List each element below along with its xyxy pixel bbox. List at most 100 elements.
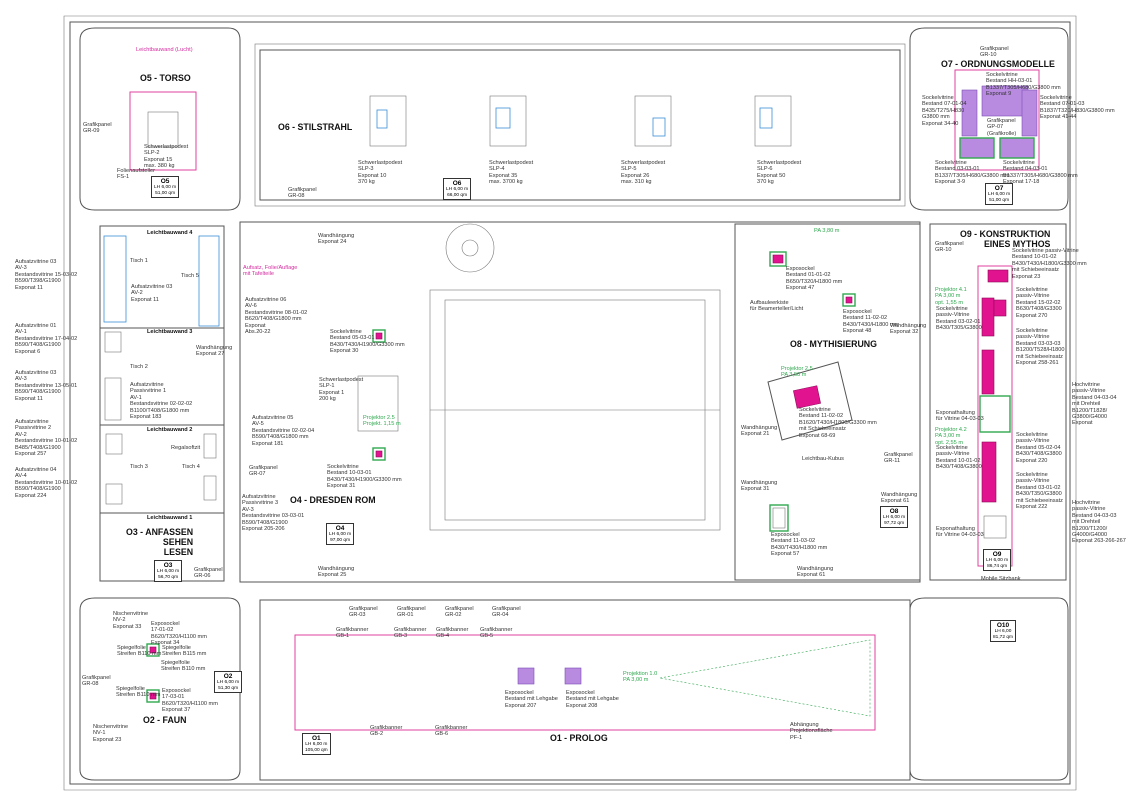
label-gp-gr03: Grafikpanel GR-03 (349, 606, 378, 619)
label-gb2: Grafikbanner GB-2 (370, 725, 403, 738)
label-wh-o4c: Wandhängung Exponat 21 (741, 425, 778, 438)
label-regal: Regalsoftzit (171, 445, 201, 451)
label-gp-gr02: Grafikpanel GR-02 (445, 606, 474, 619)
label-folie-o5: Folienaufsteller FS-1 (117, 168, 155, 181)
label-lw2: Leichtbauwand 2 (147, 427, 193, 433)
label-wh-o8-3: Wandhängung Exponat 61 (881, 492, 918, 505)
label-schwer-o6-2: Schwerlastpodest SLP-4 Exponat 35 max. 3… (489, 160, 534, 186)
label-av03b: Aufsatzvitrine 03 AV-3 Bestandsvitrine 1… (15, 370, 78, 402)
label-schwer-o6-1: Schwerlastpodest SLP-3 Exponat 10 370 kg (358, 160, 403, 186)
label-o2-sp4: Spiegelfolie Streifen B110 mm (116, 686, 161, 699)
label-grafik-gr10: Grafikpanel GR-10 (935, 241, 964, 254)
label-o9-sv-6: Sockelvitrine passiv-Vitrine Bestand 03-… (1016, 472, 1063, 511)
label-gp-gr04: Grafikpanel GR-04 (492, 606, 521, 619)
label-o9-sv-3: Sockelvitrine passiv-Vitrine Bestand 03-… (1016, 328, 1065, 367)
label-gb5: Grafikbanner GB-5 (480, 627, 513, 640)
label-lw4: Leichtbauwand 4 (147, 230, 193, 236)
room-title-o5: O5 - TORSO (140, 73, 191, 83)
label-lb-kubus: Leichtbau-Kubus (802, 456, 844, 462)
label-o7-sv-right: Sockelvitrine Bestand 07-01-03 B1837/T32… (1040, 95, 1115, 121)
label-fv3: Aufsatzvitrine Passivvitrine 3 AV-3 Best… (242, 494, 305, 533)
room-title-o9: O9 - KONSTRUKTION EINES MYTHOS (960, 229, 1051, 249)
room-title-o6: O6 - STILSTRAHL (278, 122, 353, 132)
label-wh-o4: Wandhängung Exponat 24 (318, 233, 355, 246)
label-note-pink: Aufsatz, Folie/Auflage mit Tafelteile (243, 265, 298, 278)
label-gb1: Grafikbanner GB-1 (336, 627, 369, 640)
label-tisch2: Tisch 2 (130, 364, 148, 370)
label-proj-o8: Projektor 2.5 PA 3,58 m (781, 366, 813, 379)
staircase (444, 299, 706, 521)
room-title-o1: O1 - PROLOG (550, 733, 608, 743)
label-hv2: Hochvitrine passiv-Vitrine Bestand 04-03… (1072, 500, 1126, 545)
label-gb6: Grafikbanner GB-6 (435, 725, 468, 738)
label-o1-expo2: Exposockel Bestand mit Lehgabe Exponat 2… (566, 690, 619, 709)
label-o9-proj2: Projektor 4.2 PA 3,00 m opt. 2,55 m (935, 427, 967, 446)
label-abhaeng: Abhängung Projektionsfläche PF-1 (790, 722, 833, 741)
label-grafik-gr08: Grafikpanel GR-08 (288, 187, 317, 200)
label-pa-o8: PA 3,80 m (814, 228, 840, 234)
label-fv1: Aufsatzvitrine Passivvitrine 1 AV-1 Best… (130, 382, 193, 421)
label-gb3: Grafikbanner GB-3 (394, 627, 427, 640)
label-tisch3: Tisch 3 (130, 464, 148, 470)
label-lw1: Leichtbauwand 1 (147, 515, 193, 521)
room-title-o7: O7 - ORDNUNGSMODELLE (941, 59, 1055, 69)
label-nv2: Nischenvitrine NV-2 Exponat 33 (113, 611, 149, 630)
label-schwer-o6-4: Schwerlastpodest SLP-6 Exponat 50 370 kg (757, 160, 802, 186)
label-o1-expo1: Exposockel Bestand mit Lehgabe Exponat 2… (505, 690, 558, 709)
label-grafik-gr10-o7: Grafikpanel GR-10 (980, 46, 1009, 59)
label-auf-o8: Aufbauleerkiste für Beamerteller/Licht (750, 300, 804, 313)
label-o7-sv-bl: Sockelvitrine Bestand 03-03-01 B1337/T30… (935, 160, 1010, 186)
label-grafik-gr07: Grafikpanel GR-07 (249, 465, 278, 478)
label-schwerlast-o5: Schwerlastpodest SLP-2 Exponat 15 max. 3… (144, 144, 189, 170)
label-fv2: Aufsatzvitrine Passivvitrine 2 AV-2 Best… (15, 419, 78, 458)
label-sv-o4-2: Sockelvitrine Bestand 10-03-01 B430/T430… (327, 464, 402, 490)
label-mobile-sb: Mobile Sitzbank (981, 576, 1021, 582)
label-o2-sp3: Spiegelfolie Streifen B110 mm (161, 660, 206, 673)
label-o9-sv-5: Sockelvitrine passiv-Vitrine Bestand 05-… (1016, 432, 1062, 464)
label-o9-sv-4: Sockelvitrine passiv-Vitrine Bestand 03-… (936, 306, 982, 332)
label-o2-expo2: Exposockel 17-03-01 B620/T320/H1100 mm E… (162, 688, 218, 714)
room-title-o8: O8 - MYTHISIERUNG (790, 339, 877, 349)
label-av05: Aufsatzvitrine 05 AV-5 Bestandsvitrine 0… (252, 415, 315, 447)
label-lw3: Leichtbauwand 3 (147, 329, 193, 335)
label-gb4: Grafikbanner GB-4 (436, 627, 469, 640)
label-leichtbauwand-o5: Leichtbauwand (Lucht) (136, 47, 193, 53)
label-o7-sv-br: Sockelvitrine Bestand 04-03-01 B1337/T30… (1003, 160, 1078, 186)
label-sv-o8: Sockelvitrine Bestand 11-02-02 B1620/T43… (799, 407, 877, 439)
label-av03-in: Aufsatzvitrine 03 AV-2 Exponat 11 (131, 284, 173, 303)
label-av04: Aufsatzvitrine 04 AV-4 Bestandsvitrine 1… (15, 467, 78, 499)
label-o1-proj: Projektion 1.0 PA 3,00 m (623, 671, 658, 684)
label-grafik-gr05: Grafikpanel GR-08 (82, 675, 111, 688)
label-nv1: Nischenvitrine NV-1 Exponat 23 (93, 724, 129, 743)
label-o9-sv-top: Sockelvitrine passiv-Vitrine Bestand 10-… (1012, 248, 1087, 280)
label-proj-o4: Projektor 2.5 Projekt. 1,15 m (363, 415, 401, 428)
label-av06: Aufsatzvitrine 06 AV-6 Bestandsvitrine 0… (245, 297, 308, 336)
label-o2-sp2: Spiegelfolie Streifen B115 mm (162, 645, 207, 658)
label-tisch4: Tisch 4 (182, 464, 200, 470)
room-title-o2: O2 - FAUN (143, 715, 187, 725)
room-title-o4: O4 - DRESDEN ROM (290, 495, 376, 505)
label-wh-o3: Wandhängung Exponat 27 (196, 345, 233, 358)
label-wh-o8-1: Wandhängung Exponat 32 (890, 323, 927, 336)
label-tisch1: Tisch 1 (130, 258, 148, 264)
label-o7-gp: Grafikpanel GP-07 (Grafikrolle) (987, 118, 1017, 137)
label-grafik-gr06: Grafikpanel GR-06 (194, 567, 223, 580)
label-tisch5: Tisch 5 (181, 273, 199, 279)
label-sv-o4-1: Sockelvitrine Bestand 05-03-01 B430/T430… (330, 329, 405, 355)
label-o7-sv-left: Sockelvitrine Bestand 07-01-04 B435/T275… (922, 95, 967, 127)
label-wh-o8-5: Wandhängung Exponat 61 (797, 566, 834, 579)
room-title-o3: O3 - ANFASSEN SEHEN LESEN (126, 527, 194, 557)
label-o9-proj: Projektor 4.1 PA 3,00 m opt. 1,55 m (935, 287, 967, 306)
label-expo-o8-2: Exposockel Bestand 11-02-02 B430/T430/H1… (843, 309, 900, 335)
label-gp-gr01: Grafikpanel GR-01 (397, 606, 426, 619)
label-wh-o8-2: Wandhängung Exponat 31 (741, 480, 778, 493)
label-o2-sp1: Spiegelfolie Streifen B110 mm (117, 645, 162, 658)
